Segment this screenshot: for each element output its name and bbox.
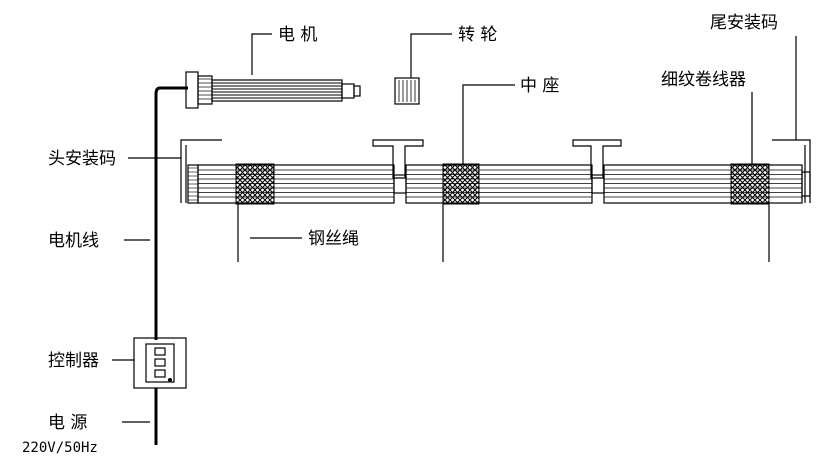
label-motor-cable: 电机线	[48, 231, 99, 251]
wheel-body	[394, 77, 420, 105]
drive-wheel	[394, 77, 420, 105]
motor-collar	[197, 75, 213, 105]
leader-wheel	[410, 33, 452, 78]
middle-seat-bracket-1	[372, 139, 424, 179]
leader-motor	[251, 33, 272, 75]
tube-lines	[188, 167, 802, 201]
controller-box	[133, 337, 187, 389]
label-head-mount: 头安装码	[48, 149, 116, 169]
controller-button-up[interactable]	[154, 347, 166, 356]
motor-unit	[185, 71, 361, 109]
controller-button-stop[interactable]	[154, 358, 166, 367]
spool-1	[235, 163, 275, 205]
head-mount-bracket	[180, 139, 222, 203]
label-controller: 控制器	[48, 351, 99, 371]
middle-seat-bracket-2	[572, 139, 622, 179]
controller-panel	[145, 343, 175, 383]
roller-tube	[187, 164, 811, 204]
motor-body-lines	[198, 78, 342, 100]
label-fine-spool: 细纹卷线器	[661, 70, 746, 90]
spool-3	[730, 163, 770, 205]
tube-end-cap-right	[801, 171, 811, 197]
label-tail-mount: 尾安装码	[710, 13, 778, 33]
controller-indicator-dot	[168, 378, 172, 382]
leader-lines	[112, 33, 797, 423]
motor-head-cap	[185, 71, 199, 109]
motor-shaft	[341, 83, 355, 99]
motor-shaft-tip	[353, 85, 361, 97]
label-motor: 电 机	[278, 25, 317, 45]
tube-coupler-2	[591, 174, 605, 194]
label-middle-seat: 中 座	[520, 76, 559, 96]
label-wheel: 转 轮	[458, 25, 497, 45]
controller-button-down[interactable]	[154, 369, 166, 378]
controller-outer	[133, 337, 187, 389]
leader-middle-seat	[462, 84, 515, 164]
spool-2	[442, 163, 480, 205]
label-voltage: 220V/50Hz	[22, 440, 98, 456]
label-wire-rope: 钢丝绳	[308, 229, 359, 249]
motor-cable-line	[154, 86, 188, 340]
label-power: 电 源	[48, 413, 87, 433]
tube-coupler-1	[393, 174, 407, 194]
wheel-ribs	[398, 80, 416, 102]
